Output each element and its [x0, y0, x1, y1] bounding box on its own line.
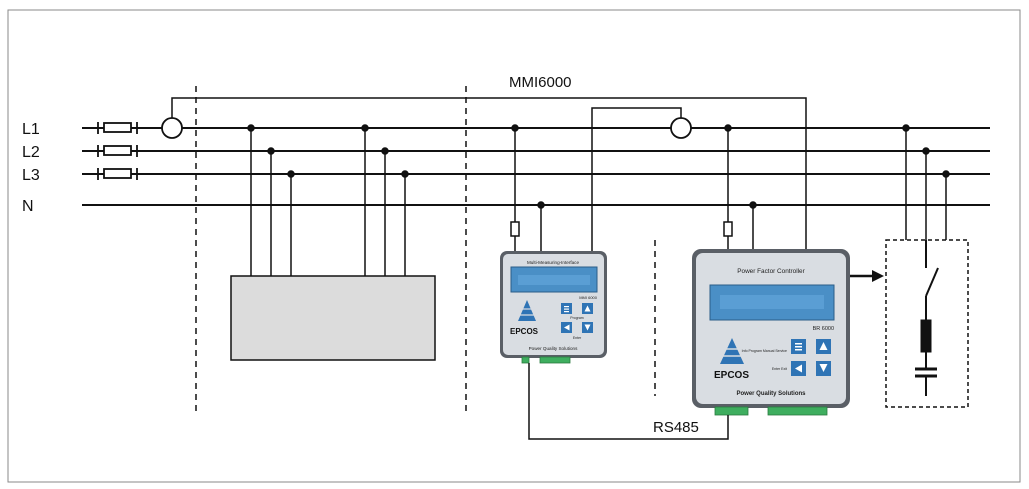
mmi-device: Multi-Measuring-Interface MMI 6000 EPCOS… — [500, 251, 607, 358]
mmi-key-label-1: Program — [570, 316, 584, 320]
mmi-key-label-2: Enter — [573, 336, 582, 340]
controller-title: Power Factor Controller — [737, 268, 805, 275]
current-transformer-2 — [670, 117, 692, 139]
diagram-frame — [7, 9, 1021, 483]
load-box — [230, 275, 436, 361]
mmi-footer: Power Quality Solutions — [529, 346, 578, 351]
capacitor-stage-box — [885, 239, 969, 408]
ct1-wire — [171, 97, 807, 250]
rs485-label: RS485 — [653, 419, 699, 436]
label-n: N — [22, 198, 34, 215]
mmi-title: Multi-Measuring-Interface — [527, 260, 580, 265]
current-transformer-1 — [161, 117, 183, 139]
controller-device: Power Factor Controller BR 6000 EPCOS In… — [692, 249, 850, 408]
label-l3: L3 — [22, 167, 40, 184]
interface-label: MMI6000 — [509, 74, 572, 91]
fuses — [97, 122, 138, 180]
mmi-brand: EPCOS — [510, 327, 539, 336]
controller-footer: Power Quality Solutions — [736, 391, 806, 397]
controller-connections — [723, 124, 757, 250]
epcos-logo-icon — [720, 338, 744, 364]
section-separators — [195, 86, 656, 412]
label-l1: L1 — [22, 121, 40, 138]
reactor-icon — [920, 319, 932, 353]
bus-lines — [82, 127, 990, 206]
controller-key-label-2: Enter Exit — [772, 367, 787, 371]
controller-model: BR 6000 — [813, 326, 834, 332]
load-connections — [247, 124, 409, 276]
epcos-logo-icon — [518, 300, 536, 321]
controller-terminals — [714, 406, 828, 416]
capacitor-connections — [902, 124, 950, 240]
switch-icon — [925, 267, 939, 297]
controller-key-label-1: Info Program Manual Service — [742, 349, 787, 353]
mmi-terminals — [521, 356, 571, 364]
rs485-bus — [528, 363, 729, 440]
ct2-wire — [591, 107, 682, 253]
mmi-connections — [510, 124, 545, 253]
controller-brand: EPCOS — [714, 370, 749, 381]
mmi-model: MMI 6000 — [579, 295, 598, 300]
capacitor-stage — [915, 240, 939, 396]
label-l2: L2 — [22, 144, 40, 161]
arrow-head-icon — [872, 270, 884, 282]
